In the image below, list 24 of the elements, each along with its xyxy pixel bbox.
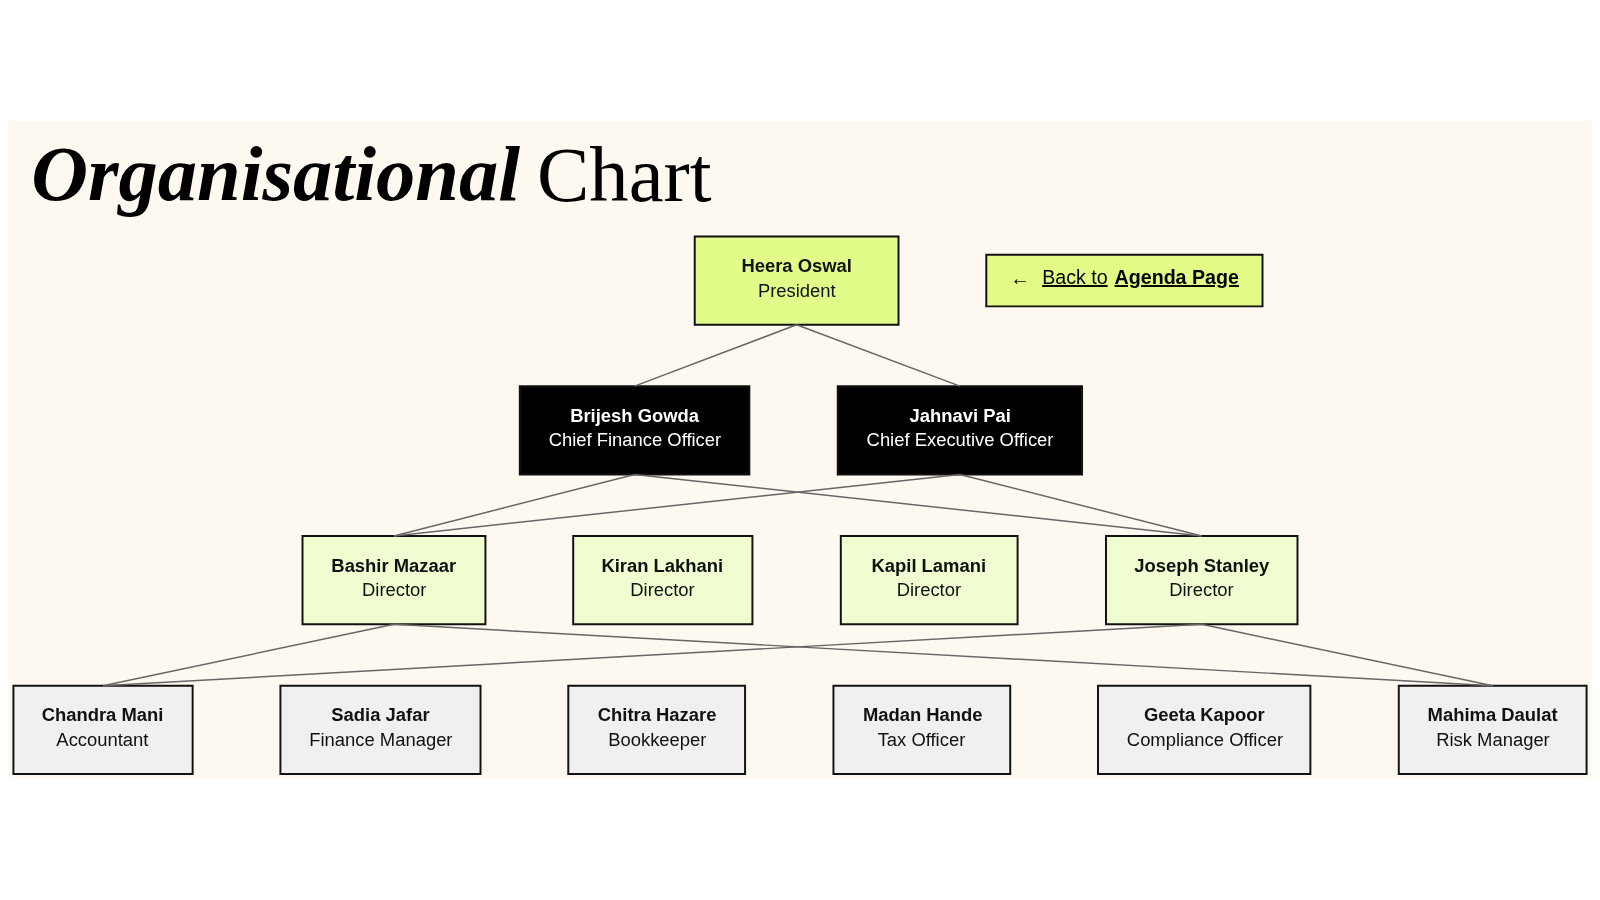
node-box: Bashir Mazaar Director (301, 534, 487, 626)
connector (959, 473, 1203, 537)
connector (633, 324, 798, 387)
connector (633, 473, 1203, 537)
node-box: Jahnavi Pai Chief Executive Officer (836, 385, 1083, 476)
node-box: Geeta Kapoor Compliance Officer (1097, 684, 1312, 776)
node-box: Joseph Stanley Director (1105, 534, 1299, 626)
connector (102, 623, 1203, 687)
diagram-title: Organisational Chart (31, 129, 712, 219)
connector (102, 623, 395, 687)
node-box: Kapil Lamani Director (839, 534, 1019, 626)
node-box: Chandra Mani Accountant (12, 684, 194, 776)
connector (1201, 623, 1494, 687)
node-box: Chitra Hazare Bookkeeper (567, 684, 747, 776)
node-box: Heera Oswal President (693, 235, 900, 326)
connector (393, 473, 961, 537)
node-box: Madan Hande Tax Officer (832, 684, 1012, 776)
node-box: Mahima Daulat Risk Manager (1397, 684, 1588, 776)
node-box: ← Back to Agenda Page (985, 253, 1264, 308)
node-box: Brijesh Gowda Chief Finance Officer (518, 385, 751, 476)
connector (795, 324, 961, 387)
connector (393, 623, 1494, 687)
node-box: Kiran Lakhani Director (572, 534, 754, 626)
node-box: Sadia Jafar Finance Manager (279, 684, 482, 776)
